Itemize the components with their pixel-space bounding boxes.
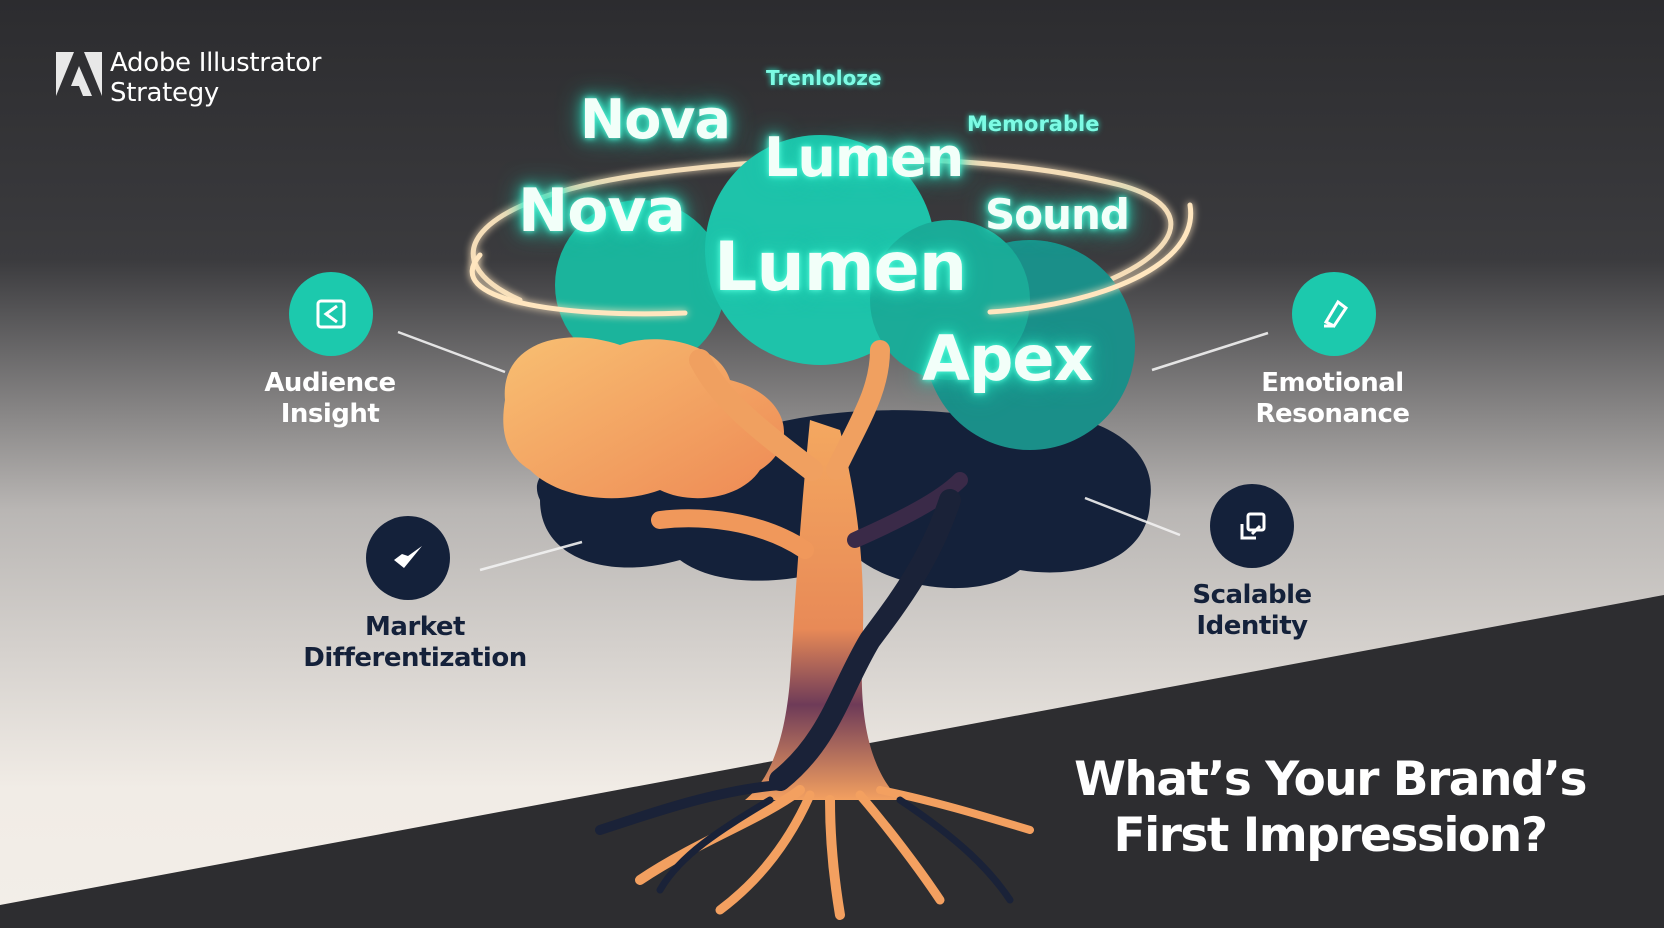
pillar-label-line: Differentization [303,643,527,673]
canopy-word-apex: Apex [922,322,1093,395]
cursor-box-icon [289,272,373,356]
pillar-label-line: Scalable [1192,580,1312,610]
checkmark-arrow-icon [366,516,450,600]
canopy-word-nova: Nova [518,176,686,246]
pillar-scalable-identity: Scalable Identity [1152,580,1352,642]
resize-frame-icon [1210,484,1294,568]
canopy-word-nova-top: Nova [580,88,731,151]
brand-line-1: Adobe Illustrator [110,48,322,78]
headline-line-2: First Impression? [1113,808,1548,863]
canopy-word-small-1: Trenloloze [766,66,882,90]
headline: What’s Your Brand’s First Impression? [1030,752,1630,864]
canopy-word-small-2: Memorable [967,112,1100,136]
pillar-label-line: Resonance [1255,399,1410,429]
brand-title: Adobe Illustrator Strategy [110,48,321,108]
canopy-word-lumen-top: Lumen [764,126,964,189]
pillar-market-differentization: Market Differentization [290,612,540,674]
headline-line-1: What’s Your Brand’s [1074,752,1587,807]
pillar-label-line: Insight [280,399,380,429]
pillar-audience-insight: Audience Insight [230,368,430,430]
pillar-label-line: Market [365,612,465,642]
pillar-label-line: Audience [264,368,396,398]
adobe-logo-icon [54,50,104,100]
brand-line-2: Strategy [110,78,220,108]
pen-tool-icon [1292,272,1376,356]
pillar-emotional-resonance: Emotional Resonance [1220,368,1445,430]
canopy-word-sound: Sound [985,190,1130,239]
canopy-word-lumen: Lumen [714,228,967,307]
pillar-label-line: Identity [1196,611,1308,641]
pillar-label-line: Emotional [1261,368,1404,398]
